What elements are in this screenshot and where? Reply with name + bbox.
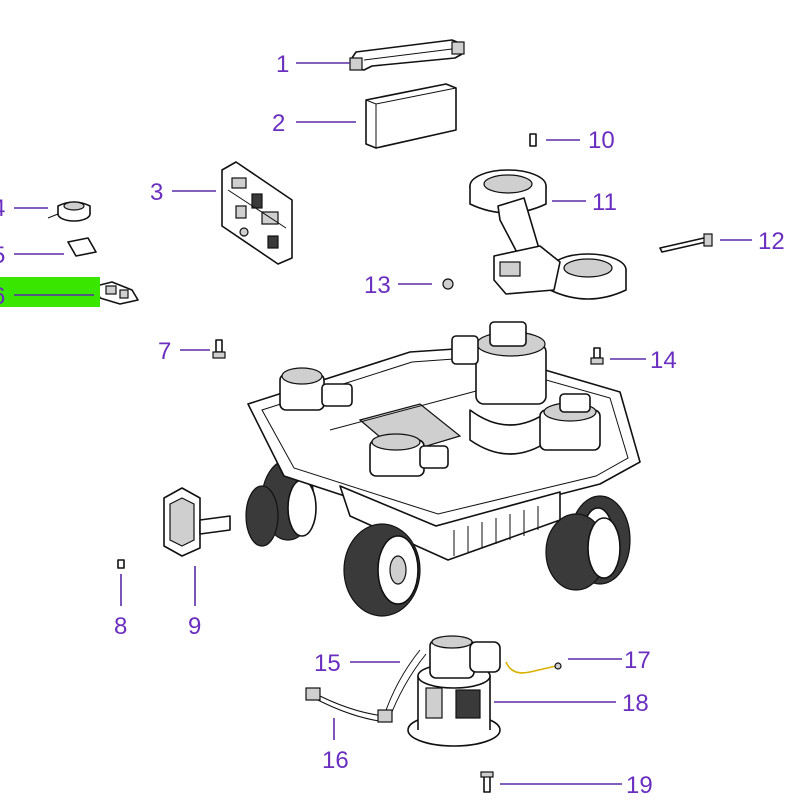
part-8-pin (117, 559, 125, 569)
callout-17: 17 (624, 647, 651, 674)
part-14-post (590, 347, 604, 365)
part-11-swing-arm (469, 169, 627, 300)
motor-pod-front-left (369, 433, 449, 477)
part-10-screw (529, 133, 537, 147)
callout-5: 5 (0, 242, 5, 269)
callout-7: 7 (158, 338, 171, 365)
wheel-front-right (545, 513, 621, 591)
part-5-plate (67, 237, 97, 257)
callout-13: 13 (364, 272, 391, 299)
part-19-bolt (480, 771, 494, 793)
callout-1: 1 (276, 51, 289, 78)
wheel-front-left (343, 523, 421, 617)
robot-chassis (245, 321, 641, 617)
callout-4: 4 (0, 195, 5, 222)
part-6-bracket (95, 281, 139, 305)
callout-9: 9 (188, 613, 201, 640)
part-3-control-board (221, 161, 293, 265)
callout-numbers: 1 2 3 4 5 6 7 8 9 10 11 12 13 14 15 16 1… (0, 51, 785, 799)
part-1-handle-bar (349, 39, 465, 71)
part-18-motor-assembly (407, 635, 501, 747)
callout-15: 15 (314, 650, 341, 677)
callout-2: 2 (272, 110, 285, 137)
belly-vents (453, 506, 539, 556)
motor-pod-rear-left (279, 367, 353, 411)
callout-11: 11 (592, 189, 617, 216)
part-4-sensor (47, 201, 91, 222)
callout-12: 12 (758, 228, 785, 255)
part-9-display (163, 487, 231, 557)
wheel-rear-left-front (245, 485, 279, 547)
callout-8: 8 (114, 613, 127, 640)
callout-14: 14 (650, 347, 677, 374)
part-2-battery-box (365, 83, 457, 149)
part-13-nut (442, 278, 454, 290)
callout-6: 6 (0, 283, 5, 310)
callout-16: 16 (322, 747, 349, 774)
part-7-post (212, 339, 226, 359)
part-15-16-cables (305, 649, 427, 723)
leader-lines (14, 62, 752, 785)
callout-19: 19 (626, 772, 653, 799)
part-12-bolt (659, 233, 713, 253)
callout-3: 3 (150, 179, 163, 206)
motor-pod-front-right (539, 393, 601, 451)
part-17-wire (505, 661, 562, 674)
callout-18: 18 (622, 690, 649, 717)
callout-10: 10 (588, 127, 615, 154)
motor-pod-center (451, 321, 551, 455)
callout-6-highlight (0, 277, 100, 307)
